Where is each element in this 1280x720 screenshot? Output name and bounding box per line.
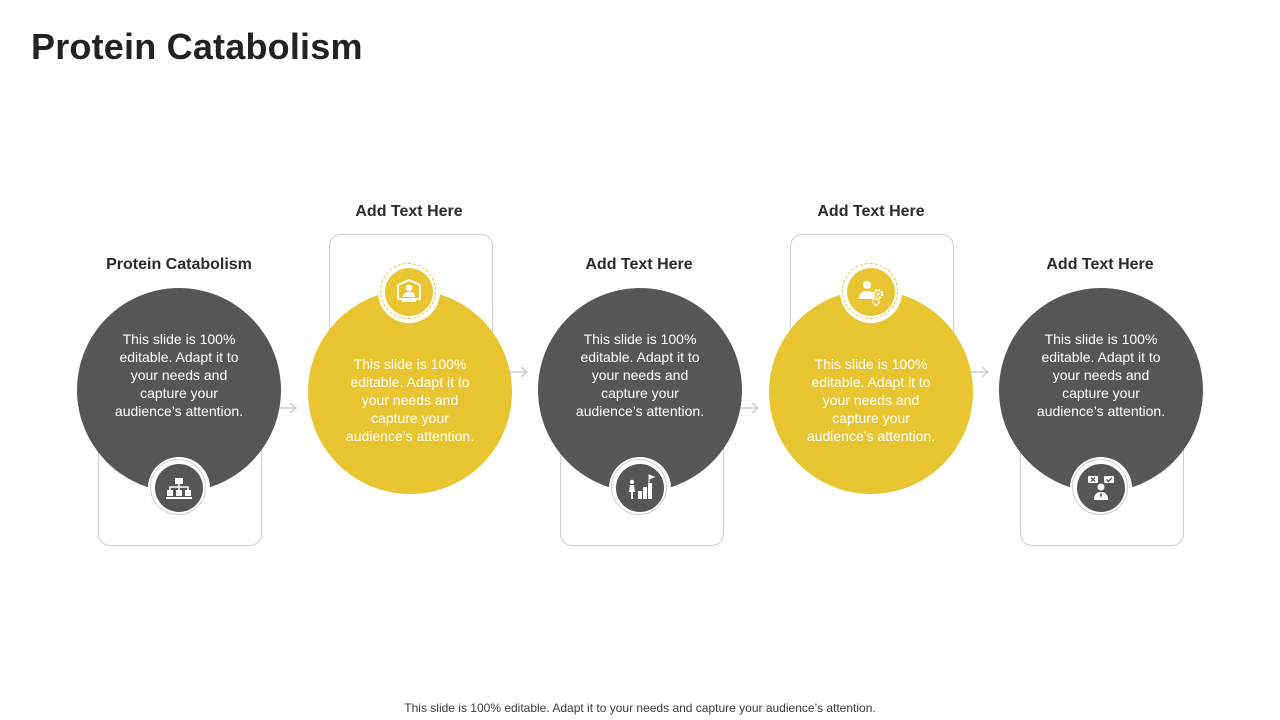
step-1-label: Protein Catabolism [106,256,252,273]
step-2-body: This slide is 100% editable. Adapt it to… [345,356,475,444]
page-title: Protein Catabolism [31,26,363,67]
step-4-label: Add Text Here [817,203,925,220]
step-2-label: Add Text Here [355,203,463,220]
step-3-badge [609,457,671,519]
step-3-body: This slide is 100% editable. Adapt it to… [575,331,705,419]
step-2-badge [378,261,440,323]
step-4-badge [840,261,902,323]
step-1-badge [148,457,210,519]
step-4-circle: This slide is 100% editable. Adapt it to… [769,290,973,494]
step-5-label: Add Text Here [1046,256,1154,273]
step-1-body: This slide is 100% editable. Adapt it to… [114,331,244,419]
step-5-body: This slide is 100% editable. Adapt it to… [1036,331,1166,419]
step-4-body: This slide is 100% editable. Adapt it to… [806,356,936,444]
step-3-label: Add Text Here [585,256,693,273]
step-5-badge [1070,457,1132,519]
step-2-circle: This slide is 100% editable. Adapt it to… [308,290,512,494]
footer-note: This slide is 100% editable. Adapt it to… [404,701,876,715]
